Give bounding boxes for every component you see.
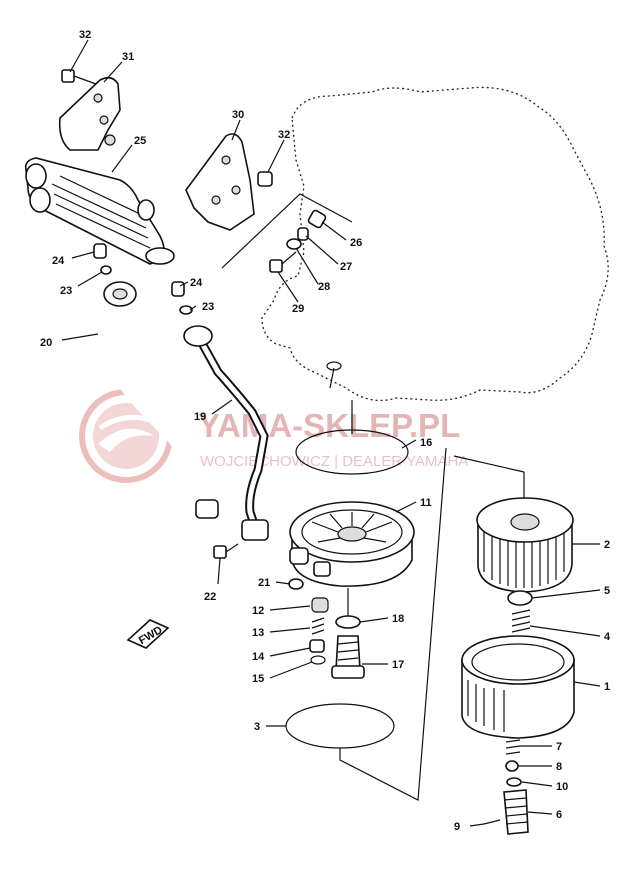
oil-cooler-assembly [24,157,175,265]
callout-23-right: 23 [202,301,214,313]
bolt-32-mid [257,171,273,187]
callout-11: 11 [420,497,432,509]
callout-4: 4 [604,631,611,643]
filter-cover-1 [461,635,575,739]
bolt-22 [213,543,239,559]
callout-24-left: 24 [52,255,65,267]
callout-30: 30 [232,109,244,121]
circlip-15 [310,655,326,665]
callout-19: 19 [194,411,206,423]
watermark-tagline: WOJCIECHOWICZ | DEALER YAMAHA [200,453,468,470]
washer-28 [286,238,302,250]
o-ring-21 [288,578,304,590]
callout-3: 3 [254,721,260,733]
callout-22: 22 [204,591,216,603]
spring-7 [505,739,521,755]
callout-25: 25 [134,135,146,147]
ball-8 [505,760,519,772]
callout-32-top: 32 [79,29,91,41]
callout-16: 16 [420,437,432,449]
callout-5: 5 [604,585,610,597]
callout-13: 13 [252,627,264,639]
screw-9 [483,819,501,825]
cap-12 [311,597,329,613]
nut-26 [307,209,327,229]
callout-29: 29 [292,303,304,315]
spring-13 [311,617,325,635]
union-24-right [171,281,185,297]
callout-31: 31 [122,51,134,63]
o-ring-3 [285,703,395,749]
callout-27: 27 [340,261,352,273]
callout-2: 2 [604,539,610,551]
callout-8: 8 [556,761,562,773]
oil-hose-19 [183,325,269,541]
callout-12: 12 [252,605,264,617]
bolt-32-top [61,69,97,85]
callout-14: 14 [252,651,265,663]
callout-18: 18 [392,613,404,625]
callout-32-mid: 32 [278,129,290,141]
callout-9: 9 [454,821,460,833]
valve-14 [309,639,325,653]
callout-6: 6 [556,809,562,821]
union-bolt-17 [331,635,365,679]
callout-26: 26 [350,237,362,249]
watermark: YAMA-SKLEP.PL WOJCIECHOWICZ | DEALER YAM… [79,389,468,483]
forward-arrow-icon: FWD [126,619,170,649]
cooler-bracket-31 [58,76,121,151]
engine-crankcase-outline [261,86,609,402]
collar-27 [297,227,309,241]
drain-bolt-6 [503,789,529,835]
bolt-29 [269,251,297,273]
callout-28: 28 [318,281,330,293]
o-ring-10 [506,777,522,787]
spring-4 [511,609,531,633]
oil-filter-element-2 [476,497,574,593]
callout-24-right: 24 [190,277,203,289]
o-ring-23-right [179,305,193,315]
o-ring-18 [335,615,361,629]
union-24-left [93,243,107,259]
cooler-bracket-30 [185,133,255,231]
callout-7: 7 [556,741,562,753]
callout-1: 1 [604,681,610,693]
o-ring-23-left [100,265,112,275]
callout-20: 20 [40,337,52,349]
callout-numbers: 32 31 25 30 32 26 27 28 29 24 23 24 23 2… [40,29,611,833]
oil-hose-20 [91,281,219,519]
leader-lines [61,39,601,827]
callout-17: 17 [392,659,404,671]
callout-21: 21 [258,577,270,589]
callout-15: 15 [252,673,264,685]
filter-housing-11 [289,501,415,587]
watermark-brand: YAMA-SKLEP.PL [198,407,460,444]
callout-23-left: 23 [60,285,72,297]
callout-10: 10 [556,781,568,793]
washer-5 [507,590,533,606]
